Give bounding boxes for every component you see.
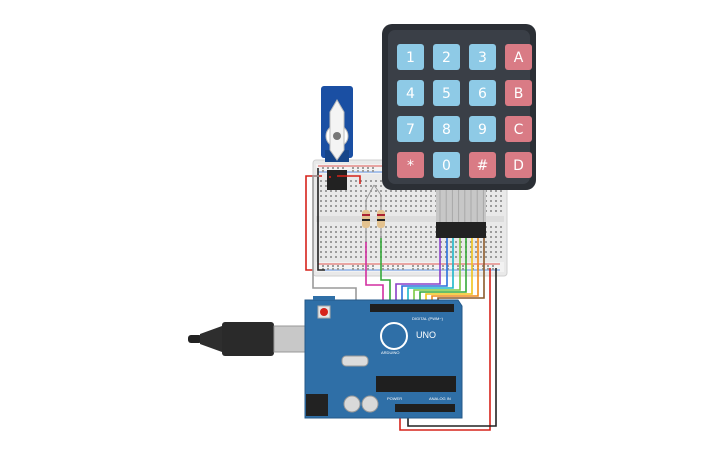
keypad-key-0-1: 2 — [433, 44, 460, 70]
keypad-key-1-2: 6 — [469, 80, 496, 106]
keypad-key-3-0: * — [397, 152, 424, 178]
digital-header-label: DIGITAL (PWM~) — [412, 316, 444, 321]
crystal — [341, 355, 369, 367]
power-label: POWER — [387, 396, 402, 401]
keypad-key-label: 4 — [406, 86, 415, 102]
keypad-key-1-3: B — [505, 80, 532, 106]
keypad-key-2-1: 8 — [433, 116, 460, 142]
keypad-key-label: D — [513, 158, 524, 174]
keypad-key-label: 8 — [442, 122, 451, 138]
arduino-board: UNO ARDUINO DIGITAL (PWM~) POWER ANALOG … — [304, 296, 463, 419]
arduino-gnd-wire — [407, 268, 497, 427]
lime-wire — [413, 238, 461, 306]
servo-motor — [321, 86, 353, 190]
keypad-key-1-0: 4 — [397, 80, 424, 106]
keypad-key-label: 1 — [406, 50, 415, 66]
keypad: 1 2 3 A 4 5 6 B 7 8 9 C * 0 # D — [382, 24, 536, 238]
keypad-key-2-3: C — [505, 116, 532, 142]
digital-header — [370, 304, 454, 312]
resistors — [362, 184, 385, 242]
green-wire — [380, 238, 391, 306]
atmega-chip — [376, 376, 456, 392]
blue-wire — [401, 238, 448, 306]
keypad-key-label: 0 — [442, 158, 451, 174]
keypad-key-0-3: A — [505, 44, 532, 70]
brand-label: ARDUINO — [381, 350, 399, 355]
pink-wire — [365, 242, 384, 306]
keypad-connector — [436, 222, 486, 238]
board-label: UNO — [416, 330, 436, 340]
keypad-key-label: A — [514, 50, 524, 66]
keypad-key-label: 3 — [478, 50, 487, 66]
power-jack — [306, 394, 328, 416]
cyan-wire — [407, 238, 454, 306]
keypad-key-label: * — [407, 158, 414, 174]
keypad-key-3-3: D — [505, 152, 532, 178]
servo-signal-wire — [312, 175, 357, 306]
keypad-key-label: 7 — [406, 122, 415, 138]
keypad-ribbon — [436, 190, 486, 222]
keypad-key-2-0: 7 — [397, 116, 424, 142]
analog-header — [395, 404, 455, 412]
keypad-key-0-2: 3 — [469, 44, 496, 70]
usb-cable — [188, 322, 331, 356]
keypad-key-2-2: 9 — [469, 116, 496, 142]
keypad-key-label: C — [514, 122, 524, 138]
keypad-key-label: 6 — [478, 86, 487, 102]
keypad-key-1-1: 5 — [433, 80, 460, 106]
keypad-key-label: B — [514, 86, 524, 102]
keypad-key-0-0: 1 — [397, 44, 424, 70]
servo-ground-wire — [317, 168, 325, 271]
keypad-key-3-1: 0 — [433, 152, 460, 178]
keypad-key-label: 2 — [442, 50, 451, 66]
arduino-5v-wire — [399, 268, 491, 431]
keypad-key-label: 5 — [442, 86, 451, 102]
green-wire-2 — [419, 238, 467, 306]
keypad-key-3-2: # — [469, 152, 496, 178]
keypad-key-label: # — [477, 158, 489, 174]
purple-wire — [395, 238, 441, 306]
arduino-logo-icon — [380, 322, 408, 350]
keypad-key-label: 9 — [478, 122, 487, 138]
analog-label: ANALOG IN — [429, 396, 451, 401]
